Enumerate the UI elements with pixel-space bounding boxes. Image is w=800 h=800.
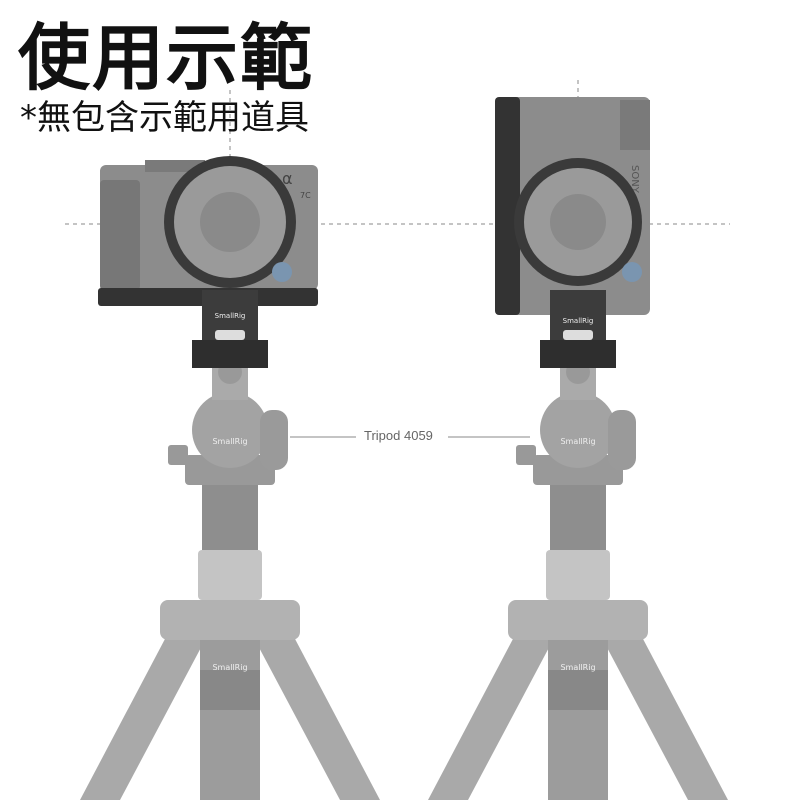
left-bracket bbox=[192, 290, 268, 368]
brand-mark: SmallRig bbox=[215, 312, 246, 320]
tripod-callout-label: Tripod 4059 bbox=[364, 428, 433, 443]
maker-logo: SONY bbox=[629, 165, 640, 194]
right-tripod bbox=[428, 360, 728, 800]
brand-mark: SmallRig bbox=[212, 663, 247, 672]
right-bracket bbox=[540, 290, 616, 368]
page-title: 使用示範 bbox=[18, 16, 315, 100]
left-tripod bbox=[80, 360, 380, 800]
alpha-logo: α bbox=[282, 169, 293, 188]
brand-mark: SmallRig bbox=[212, 437, 247, 446]
disclaimer-subtitle: *無包含示範用道具 bbox=[20, 98, 309, 138]
left-rotating-ring bbox=[164, 156, 296, 288]
brand-mark: SmallRig bbox=[560, 663, 595, 672]
brand-mark: SmallRig bbox=[560, 437, 595, 446]
brand-mark: SmallRig bbox=[563, 317, 594, 325]
model-label: 7C bbox=[300, 191, 311, 200]
right-rotating-ring bbox=[514, 158, 642, 286]
